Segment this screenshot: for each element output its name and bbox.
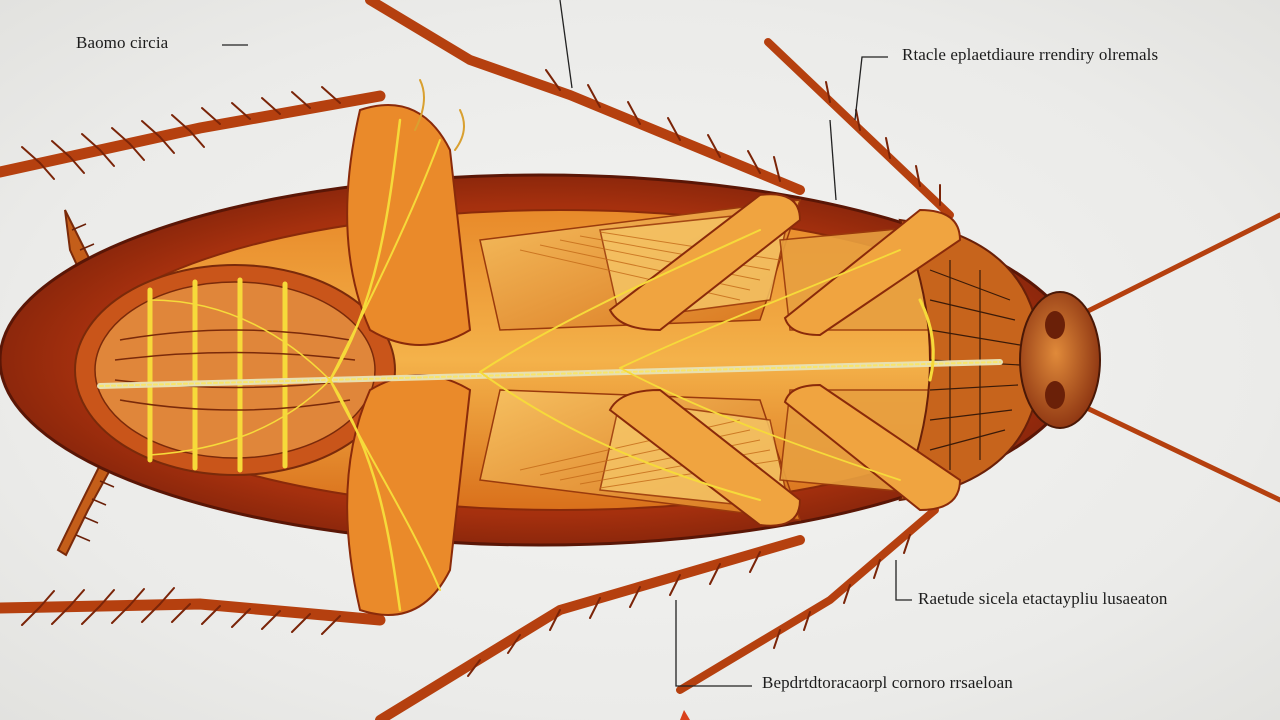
eye-lower	[1045, 381, 1065, 409]
label-top-left: Baomo circia	[76, 33, 169, 52]
leader-upper-right-2	[829, 119, 837, 201]
leg-spines	[21, 69, 941, 677]
coxa-hind-lower	[783, 383, 962, 512]
leader-right-mid	[895, 560, 912, 601]
leg-middle-upper	[365, 0, 805, 195]
leader-top-right	[854, 56, 888, 121]
eye-upper	[1045, 311, 1065, 339]
leg-front-left-upper	[0, 90, 386, 178]
nervous-system	[97, 79, 1003, 612]
antenna-upper	[1067, 212, 1280, 323]
label-bottom: Bepdrtdtoracaorpl cornoro rrsaeloan	[762, 673, 1013, 692]
coxa-front-lower	[346, 374, 472, 616]
coxa-mid-upper	[608, 193, 802, 332]
leader-upper-mid	[559, 0, 573, 89]
leader-bottom	[675, 600, 752, 687]
label-right-mid: Raetude sicela etactaypliu lusaeaton	[918, 589, 1168, 608]
leg-front-left-lower	[0, 598, 386, 626]
stain-mark	[680, 710, 690, 720]
label-top-right: Rtacle eplaetdiaure rrendiry olremals	[902, 45, 1159, 64]
leg-hind-lower	[676, 506, 939, 694]
abdomen-segments	[74, 264, 396, 476]
leg-hind-upper	[764, 38, 954, 219]
coxa-hind-upper	[783, 208, 962, 337]
coxa-mid-lower	[608, 388, 802, 527]
head	[1019, 291, 1101, 429]
muscle-striations	[519, 231, 781, 489]
antenna-lower	[1067, 397, 1280, 503]
leader-lines	[222, 0, 912, 687]
